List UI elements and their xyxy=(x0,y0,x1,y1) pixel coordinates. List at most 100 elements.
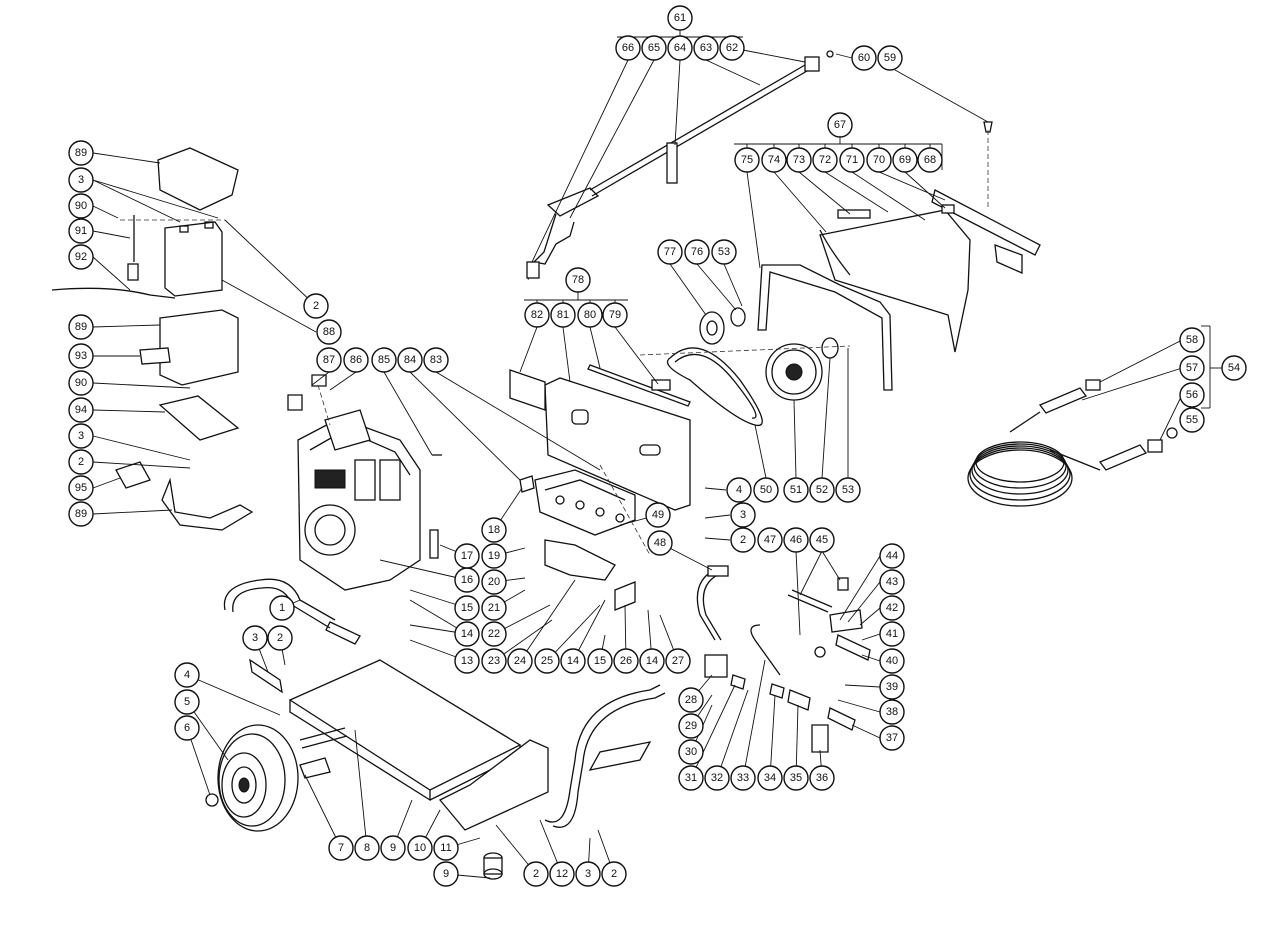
callout-9: 9 xyxy=(380,835,406,861)
callout-number: 70 xyxy=(873,154,885,166)
callout-94: 94 xyxy=(68,397,94,423)
callout-number: 13 xyxy=(461,655,473,667)
callout-15: 15 xyxy=(587,648,613,674)
callout-number: 31 xyxy=(685,772,697,784)
callout-number: 39 xyxy=(886,681,898,693)
callout-number: 81 xyxy=(557,309,569,321)
callout-number: 12 xyxy=(556,868,568,880)
callout-43: 43 xyxy=(879,569,905,595)
callout-35: 35 xyxy=(783,765,809,791)
callout-3: 3 xyxy=(575,861,601,887)
callout-number: 26 xyxy=(620,655,632,667)
callout-41: 41 xyxy=(879,621,905,647)
callout-2: 2 xyxy=(523,861,549,887)
callout-60: 60 xyxy=(851,45,877,71)
callout-5: 5 xyxy=(174,689,200,715)
callout-77: 77 xyxy=(657,239,683,265)
callout-39: 39 xyxy=(879,674,905,700)
callout-number: 38 xyxy=(886,706,898,718)
callout-number: 67 xyxy=(834,119,846,131)
callout-number: 33 xyxy=(737,772,749,784)
callout-number: 79 xyxy=(609,309,621,321)
callout-86: 86 xyxy=(343,347,369,373)
callout-number: 32 xyxy=(711,772,723,784)
callout-number: 88 xyxy=(323,326,335,338)
callout-2: 2 xyxy=(730,527,756,553)
callout-number: 47 xyxy=(764,534,776,546)
callout-95: 95 xyxy=(68,475,94,501)
callout-number: 14 xyxy=(646,655,658,667)
callout-31: 31 xyxy=(678,765,704,791)
callout-38: 38 xyxy=(879,699,905,725)
callout-82: 82 xyxy=(524,302,550,328)
callout-number: 40 xyxy=(886,655,898,667)
callout-number: 42 xyxy=(886,602,898,614)
callout-number: 80 xyxy=(584,309,596,321)
callout-54: 54 xyxy=(1221,355,1247,381)
callout-number: 6 xyxy=(184,722,190,734)
callout-number: 89 xyxy=(75,508,87,520)
callout-number: 65 xyxy=(648,42,660,54)
callout-88: 88 xyxy=(316,319,342,345)
callout-61: 61 xyxy=(667,5,693,31)
callout-number: 78 xyxy=(572,274,584,286)
rubber-foot xyxy=(483,852,503,880)
callout-53: 53 xyxy=(835,477,861,503)
callout-number: 83 xyxy=(430,354,442,366)
callout-71: 71 xyxy=(839,147,865,173)
callout-42: 42 xyxy=(879,595,905,621)
callout-number: 66 xyxy=(622,42,634,54)
callout-number: 1 xyxy=(279,602,285,614)
callout-76: 76 xyxy=(684,239,710,265)
callout-90: 90 xyxy=(68,370,94,396)
wheel xyxy=(205,724,299,832)
callout-74: 74 xyxy=(761,147,787,173)
callout-3: 3 xyxy=(68,167,94,193)
callout-number: 15 xyxy=(594,655,606,667)
callout-59: 59 xyxy=(877,45,903,71)
callout-number: 86 xyxy=(350,354,362,366)
callout-number: 29 xyxy=(685,720,697,732)
callout-number: 90 xyxy=(75,200,87,212)
callout-number: 16 xyxy=(461,574,473,586)
callout-number: 52 xyxy=(816,484,828,496)
callout-number: 3 xyxy=(78,174,84,186)
callout-number: 7 xyxy=(338,842,344,854)
callout-14: 14 xyxy=(639,648,665,674)
callout-number: 61 xyxy=(674,12,686,24)
callout-17: 17 xyxy=(454,543,480,569)
callout-36: 36 xyxy=(809,765,835,791)
callout-number: 68 xyxy=(924,154,936,166)
callout-number: 2 xyxy=(78,456,84,468)
callout-4: 4 xyxy=(174,662,200,688)
callout-92: 92 xyxy=(68,244,94,270)
callout-number: 57 xyxy=(1186,362,1198,374)
callout-number: 56 xyxy=(1186,389,1198,401)
callout-number: 11 xyxy=(440,842,451,854)
callout-number: 48 xyxy=(654,537,666,549)
callout-2: 2 xyxy=(601,861,627,887)
callout-16: 16 xyxy=(454,567,480,593)
callout-number: 2 xyxy=(313,300,319,312)
callout-75: 75 xyxy=(734,147,760,173)
callout-3: 3 xyxy=(242,625,268,651)
belt-guard-cover xyxy=(757,121,1041,391)
callout-number: 76 xyxy=(691,246,703,258)
callout-number: 74 xyxy=(768,154,780,166)
callout-73: 73 xyxy=(786,147,812,173)
callout-80: 80 xyxy=(577,302,603,328)
callout-number: 19 xyxy=(488,550,500,562)
callout-68: 68 xyxy=(917,147,943,173)
callout-29: 29 xyxy=(678,713,704,739)
callout-3: 3 xyxy=(730,502,756,528)
callout-18: 18 xyxy=(481,517,507,543)
callout-number: 8 xyxy=(364,842,370,854)
callout-number: 14 xyxy=(461,628,473,640)
callout-number: 2 xyxy=(611,868,617,880)
callout-72: 72 xyxy=(812,147,838,173)
callout-79: 79 xyxy=(602,302,628,328)
pump xyxy=(519,464,651,611)
callout-78: 78 xyxy=(565,267,591,293)
callout-3: 3 xyxy=(68,423,94,449)
